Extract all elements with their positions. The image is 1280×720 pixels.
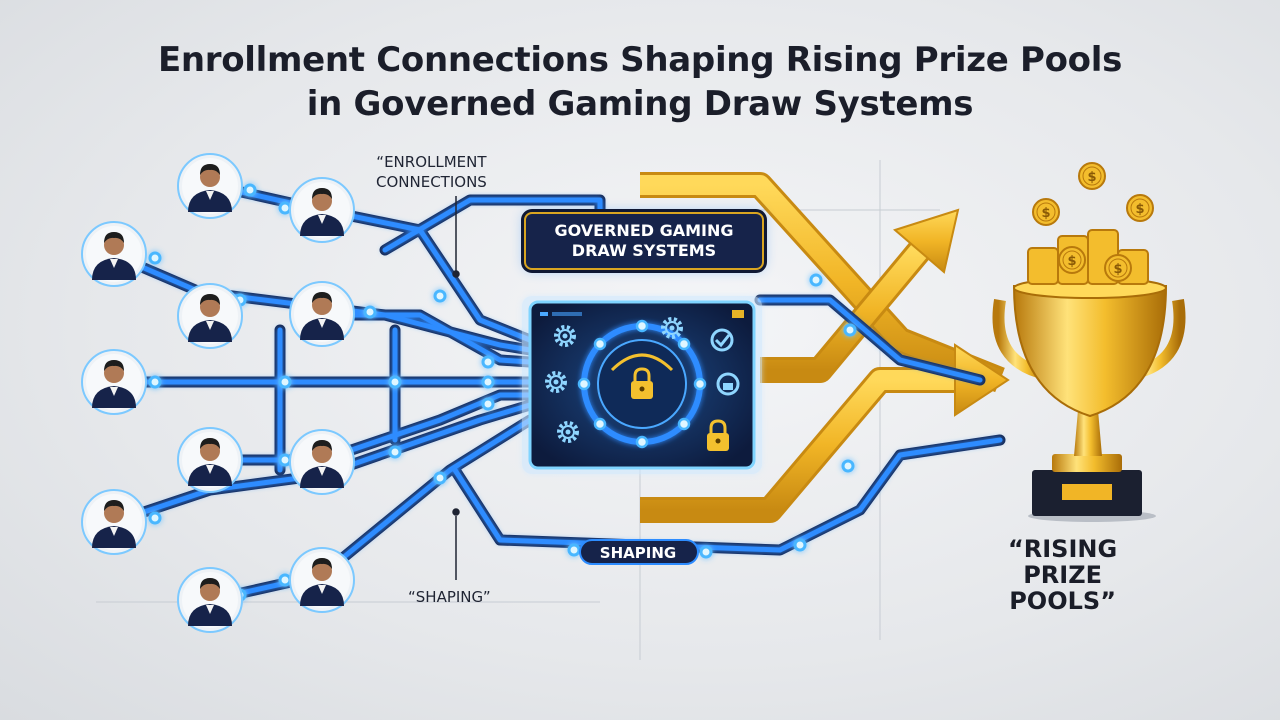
draw-system-hub <box>522 296 762 474</box>
shaping-pipe-tag <box>579 539 699 565</box>
enrollment-caption: “ENROLLMENT CONNECTIONS <box>376 152 487 192</box>
person-icon <box>289 429 355 495</box>
prize-caption-line-1: “RISING <box>1008 535 1118 563</box>
dollar-coin-icon <box>1032 198 1060 226</box>
enrollment-caption-line-2: CONNECTIONS <box>376 173 487 191</box>
shaping-caption: “SHAPING” <box>408 588 491 606</box>
person-icon <box>177 153 243 219</box>
person-icon <box>289 281 355 347</box>
title-line-2: in Governed Gaming Draw Systems <box>306 84 974 124</box>
person-icon <box>81 221 147 287</box>
check-icon <box>710 328 734 352</box>
person-icon <box>81 349 147 415</box>
governed-label-line-2: DRAW SYSTEMS <box>571 241 717 260</box>
enrollment-caption-line-1: “ENROLLMENT <box>376 153 487 171</box>
prize-caption-line-3: POOLS” <box>1009 587 1116 615</box>
dollar-coin-icon <box>1058 246 1086 274</box>
dollar-coin-icon <box>1078 162 1106 190</box>
dollar-coin-icon <box>1126 194 1154 222</box>
pipe-nodes <box>148 183 857 602</box>
person-icon <box>177 567 243 633</box>
coin-stack <box>1027 162 1154 285</box>
trophy-icon <box>992 277 1186 522</box>
caption-leaders <box>452 196 460 580</box>
person-icon <box>289 177 355 243</box>
dollar-coin-icon <box>1104 254 1132 282</box>
governed-label-line-1: GOVERNED GAMING <box>554 221 734 240</box>
person-icon <box>177 427 243 493</box>
page-title: Enrollment Connections Shaping Rising Pr… <box>0 38 1280 126</box>
shield-lock-icon <box>716 372 740 396</box>
person-icon <box>81 489 147 555</box>
governed-gaming-label: GOVERNED GAMING DRAW SYSTEMS <box>524 212 764 270</box>
gold-growth-arrows <box>640 172 1010 523</box>
person-icon <box>177 283 243 349</box>
shaping-pipe-label: SHAPING <box>599 544 677 562</box>
prize-caption-line-2: PRIZE <box>1023 561 1102 589</box>
prize-pools-caption: “RISING PRIZE POOLS” <box>1008 536 1117 614</box>
participants <box>81 153 355 633</box>
title-line-1: Enrollment Connections Shaping Rising Pr… <box>157 40 1123 80</box>
person-icon <box>289 547 355 613</box>
